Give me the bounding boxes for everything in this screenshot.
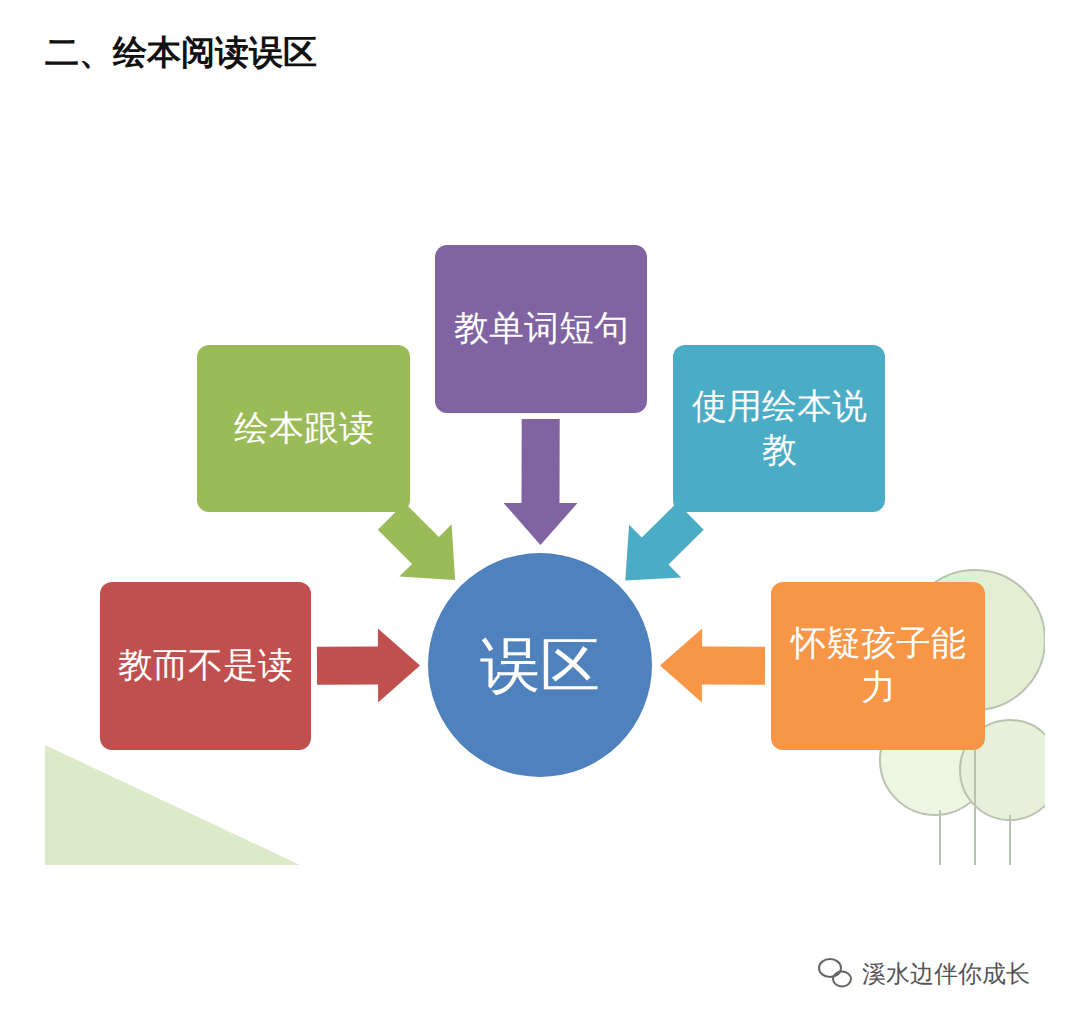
topic-box: 怀疑孩子能力 [771, 582, 985, 750]
topic-box: 使用绘本说教 [673, 345, 885, 512]
block-arrow [625, 503, 703, 581]
title: 二、绘本阅读误区 [45, 30, 317, 76]
watermark: 溪水边伴你成长 [862, 958, 1030, 990]
node-text: 使用绘本说教 [687, 385, 871, 473]
topic-box: 绘本跟读 [197, 345, 410, 512]
node-text: 教而不是读 [118, 644, 293, 688]
wechat-icon [819, 959, 851, 987]
center-circle: 误区 [428, 553, 652, 777]
block-arrow [660, 629, 765, 703]
block-arrow [317, 629, 420, 703]
node-text: 怀疑孩子能力 [785, 622, 971, 710]
block-arrow [504, 419, 578, 545]
node-text: 教单词短句 [454, 307, 629, 351]
node-text: 绘本跟读 [234, 407, 374, 451]
block-arrow [378, 503, 455, 580]
topic-box: 教而不是读 [100, 582, 311, 750]
node-text: 误区 [480, 628, 600, 703]
topic-box: 教单词短句 [435, 245, 647, 413]
